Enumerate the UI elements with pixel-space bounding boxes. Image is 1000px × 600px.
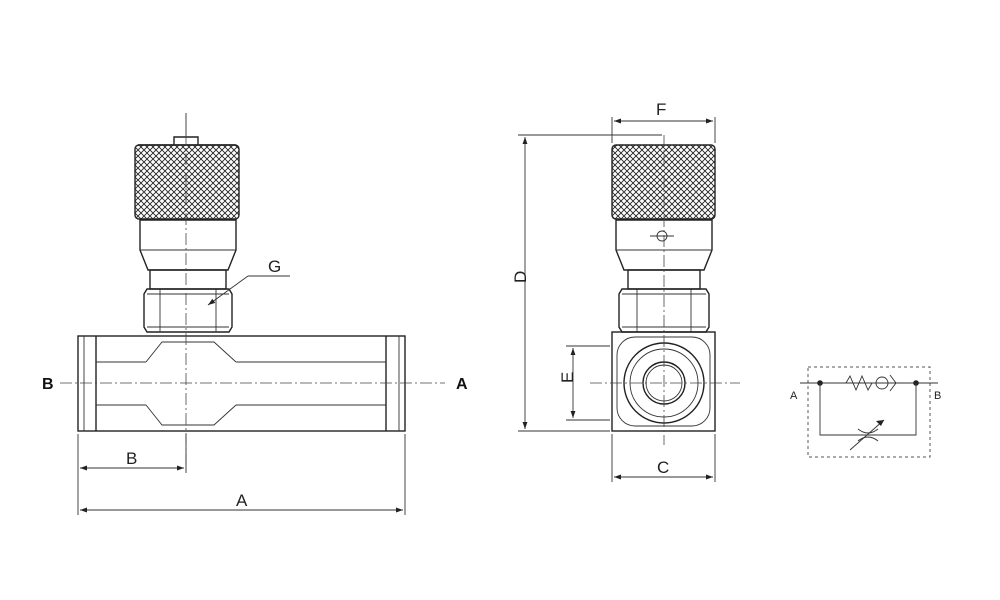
dimension-d: D (511, 134, 662, 432)
stem (139, 219, 237, 290)
dim-g-label: G (268, 257, 281, 276)
dimension-b: B (77, 434, 187, 515)
symbol-frame (807, 366, 931, 458)
dim-f-label: F (656, 100, 666, 119)
dimension-g: G (207, 257, 290, 306)
dim-e-label: E (558, 372, 577, 383)
end-knurled-knob (611, 144, 716, 220)
symbol-port-a: A (790, 390, 798, 402)
dim-d-label: D (511, 271, 530, 283)
dim-c-label: C (657, 458, 669, 477)
hydraulic-symbol: A B (790, 366, 941, 458)
dimension-e: E (558, 345, 610, 421)
side-view: B A G B A (42, 113, 468, 515)
end-body (611, 331, 716, 432)
port-b-label: B (42, 376, 54, 393)
dimension-a: A (80, 434, 406, 515)
port-a-label: A (456, 376, 468, 393)
dim-b-label: B (126, 449, 137, 468)
knurled-knob (134, 113, 240, 220)
end-view: F D E C (511, 100, 740, 482)
valve-body (77, 335, 406, 432)
dimension-f: F (611, 100, 716, 143)
dim-a-label: A (236, 491, 248, 510)
hex-nut (143, 288, 233, 333)
symbol-port-b: B (934, 390, 941, 402)
dimension-c: C (611, 434, 716, 482)
